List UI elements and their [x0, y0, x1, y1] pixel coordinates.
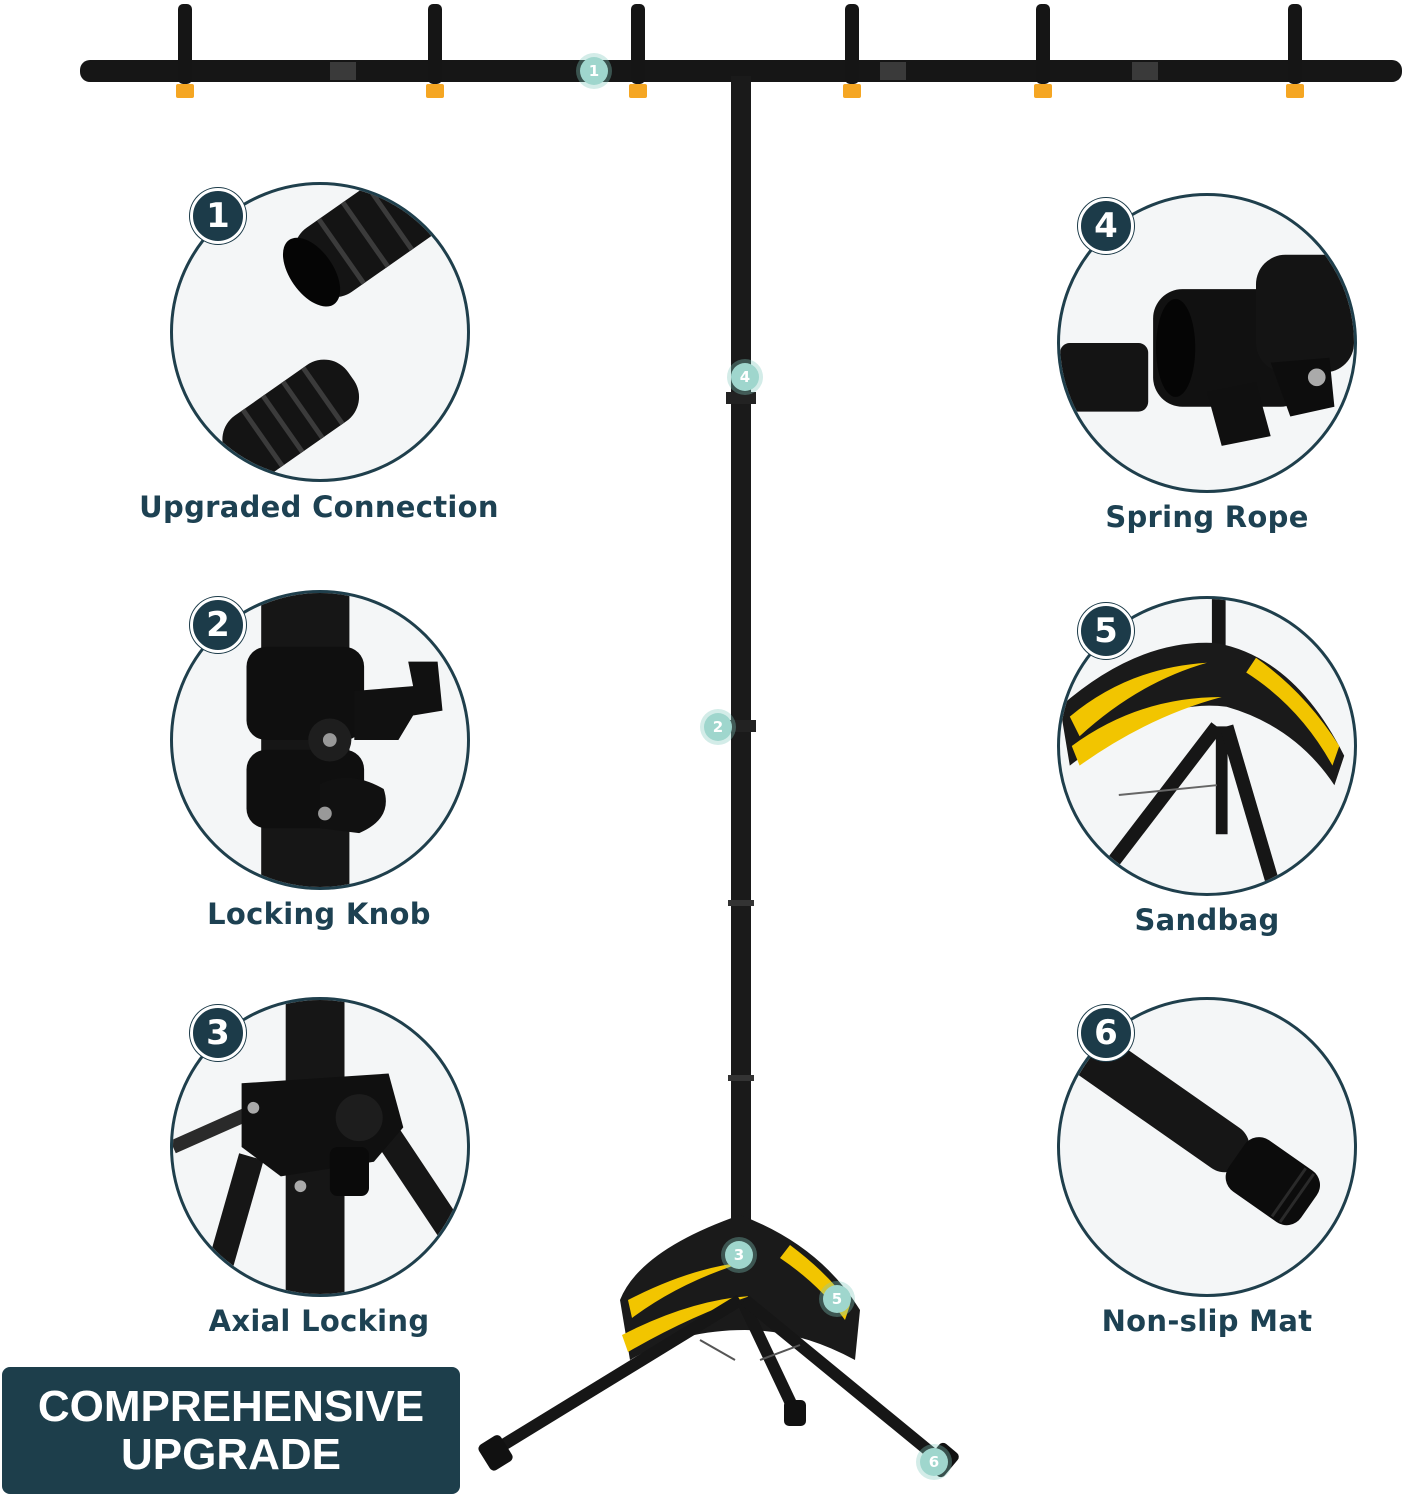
feature-badge-2: 2	[190, 597, 246, 653]
feature-badge-1: 1	[190, 188, 246, 244]
stand-marker-1: 1	[580, 57, 608, 85]
banner-line-2: UPGRADE	[120, 1430, 342, 1479]
feature-badge-6: 6	[1078, 1005, 1134, 1061]
feature-badge-3: 3	[190, 1005, 246, 1061]
sandbag-icon	[1060, 599, 1345, 893]
stand-marker-3: 3	[725, 1241, 753, 1269]
feature-label-axial-locking: Axial Locking	[208, 1304, 430, 1338]
banner-line-1: COMPREHENSIVE	[37, 1382, 425, 1431]
feature-label-locking-knob: Locking Knob	[207, 897, 431, 931]
stand-marker-5: 5	[823, 1285, 851, 1313]
feature-label-non-slip-mat: Non-slip Mat	[1101, 1304, 1313, 1338]
stand-marker-4: 4	[731, 363, 759, 391]
comprehensive-upgrade-banner: COMPREHENSIVE UPGRADE	[2, 1367, 460, 1494]
feature-label-spring-rope: Spring Rope	[1105, 500, 1309, 534]
stand-marker-2: 2	[704, 713, 732, 741]
locking-knob-icon	[246, 593, 443, 887]
spring-clamp-icon	[1060, 254, 1354, 446]
feature-badge-4: 4	[1078, 198, 1134, 254]
detail-locking-knob	[170, 590, 470, 890]
feature-label-upgraded-connection: Upgraded Connection	[139, 490, 499, 524]
feature-label-sandbag: Sandbag	[1134, 903, 1280, 937]
feature-badge-5: 5	[1078, 603, 1134, 659]
stand-marker-6: 6	[920, 1448, 948, 1476]
